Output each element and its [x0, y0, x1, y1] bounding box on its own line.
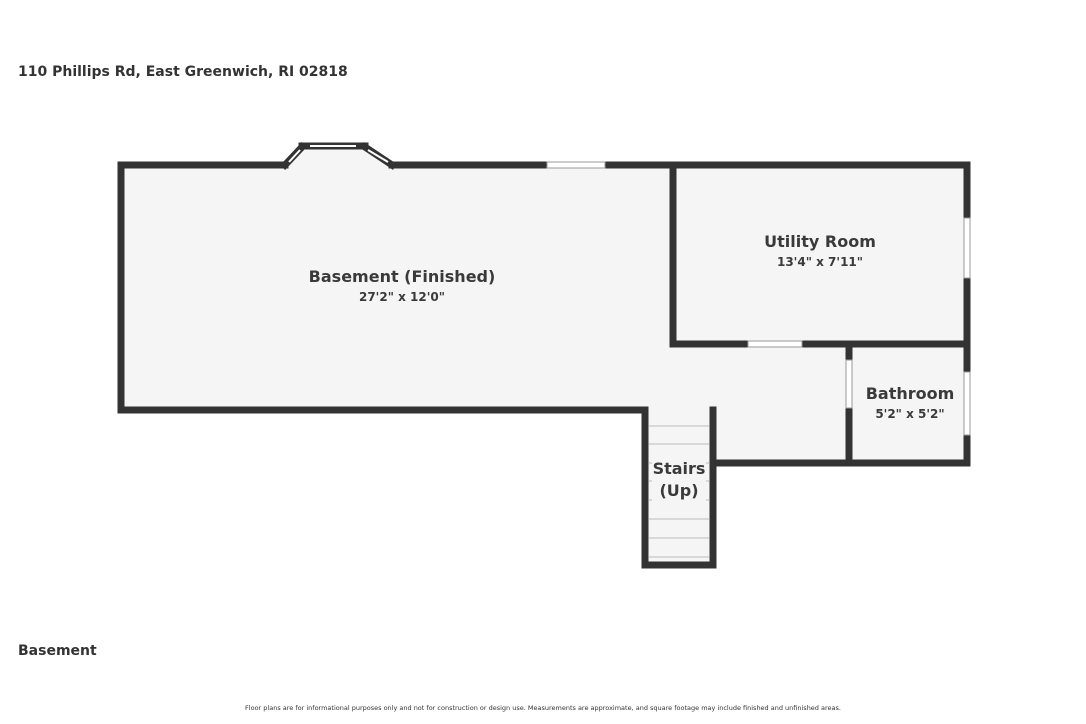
basement-floor	[121, 147, 848, 462]
window-utility-right	[963, 217, 971, 279]
window-top	[546, 161, 606, 169]
room-dims-utility: 13'4" x 7'11"	[777, 255, 863, 269]
room-name-stairs-line2: (Up)	[659, 481, 698, 500]
door-bathroom	[845, 359, 853, 409]
disclaimer: Floor plans are for informational purpos…	[245, 704, 841, 712]
utility-room-floor	[674, 168, 967, 344]
door-utility	[747, 340, 803, 348]
stairs-label-bg	[652, 458, 706, 502]
floor-name: Basement	[18, 643, 97, 659]
doors	[747, 340, 853, 409]
window-bathroom-right	[963, 371, 971, 436]
room-name-bathroom: Bathroom	[866, 384, 955, 403]
room-name-basement: Basement (Finished)	[309, 267, 496, 286]
windows	[546, 161, 971, 436]
walls	[117, 142, 971, 569]
property-address: 110 Phillips Rd, East Greenwich, RI 0281…	[18, 64, 348, 80]
room-name-stairs-line1: Stairs	[653, 459, 706, 478]
room-dims-bathroom: 5'2" x 5'2"	[875, 407, 944, 421]
room-name-utility: Utility Room	[764, 232, 876, 251]
room-dims-basement: 27'2" x 12'0"	[359, 290, 445, 304]
bathroom-floor	[850, 346, 967, 462]
bay-window	[288, 145, 389, 163]
